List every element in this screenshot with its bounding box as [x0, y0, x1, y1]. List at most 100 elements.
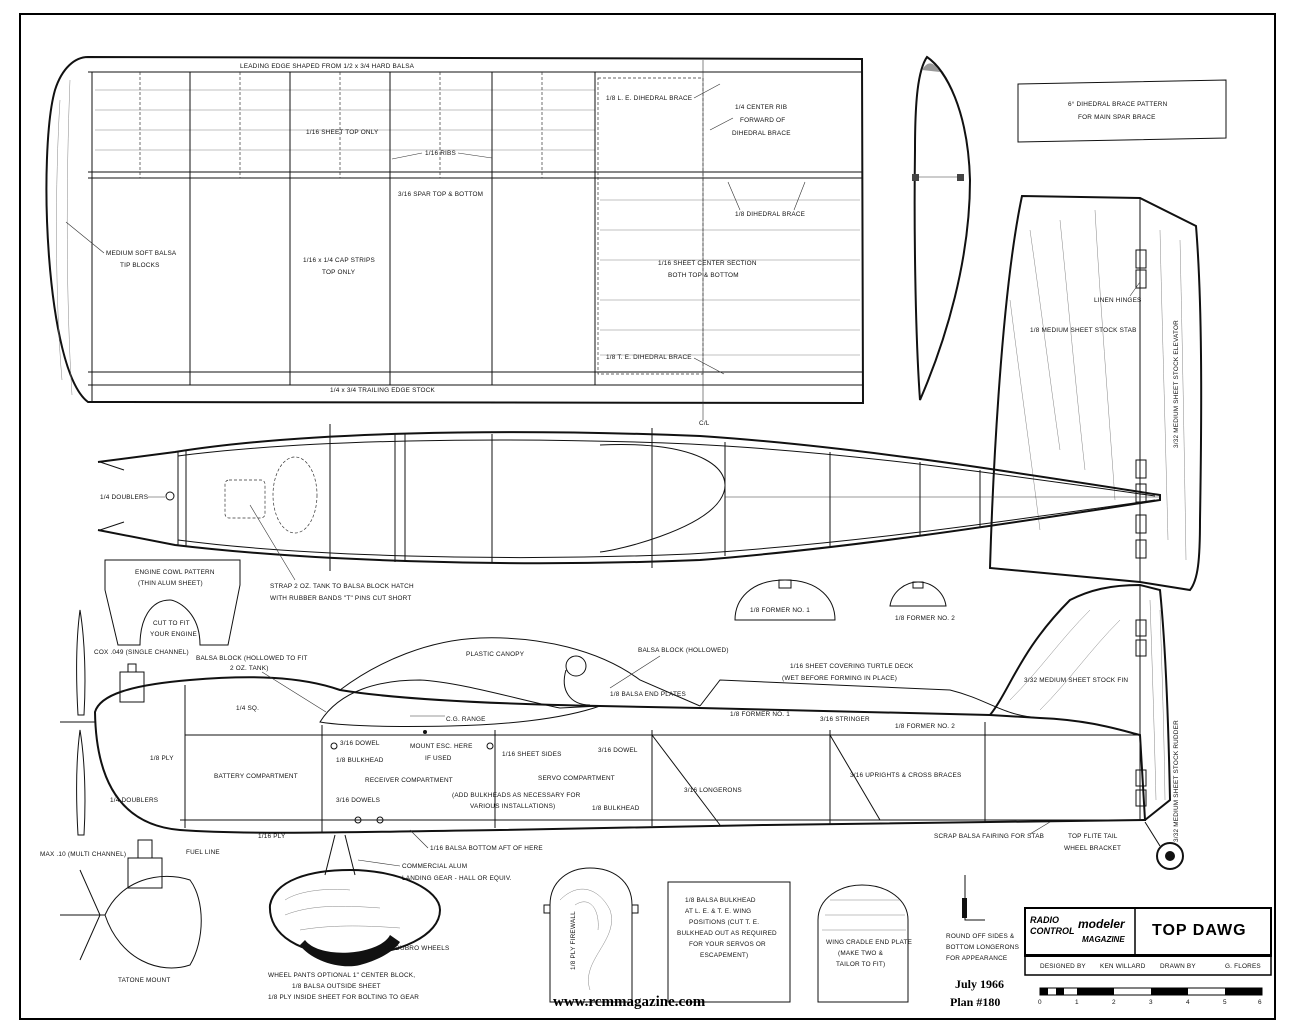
label-bulkhead-3: POSITIONS (CUT T. E.	[689, 919, 759, 926]
label-trailing-edge: 1/4 x 3/4 TRAILING EDGE STOCK	[330, 387, 436, 394]
label-mount-esc-2: IF USED	[425, 755, 452, 762]
label-leading-edge: LEADING EDGE SHAPED FROM 1/2 x 3/4 HARD …	[240, 63, 415, 70]
fuselage-side-view: COX .049 (SINGLE CHANNEL) BALSA BLOCK (H…	[60, 583, 1184, 870]
scale-tick-2: 2	[1112, 999, 1116, 1006]
label-mount-esc-1: MOUNT ESC. HERE	[410, 743, 473, 750]
label-turtle-deck-2: (WET BEFORE FORMING IN PLACE)	[782, 675, 897, 682]
label-strap-tank-1: STRAP 2 OZ. TANK TO BALSA BLOCK HATCH	[270, 583, 414, 590]
brace-pattern-line2: FOR MAIN SPAR BRACE	[1078, 114, 1156, 121]
wing-plan-view: LEADING EDGE SHAPED FROM 1/2 x 3/4 HARD …	[45, 55, 865, 427]
label-stringer: 3/16 STRINGER	[820, 716, 870, 723]
label-ply-1-16: 1/16 PLY	[258, 833, 286, 840]
label-bulkhead-a: 1/8 BULKHEAD	[336, 757, 384, 764]
label-servo-compartment: SERVO COMPARTMENT	[538, 775, 615, 782]
label-stab-sheet: 1/8 MEDIUM SHEET STOCK STAB	[1030, 327, 1137, 334]
label-dihedral-brace: 1/8 DIHEDRAL BRACE	[735, 211, 805, 218]
label-former-2-side: 1/8 FORMER NO. 2	[895, 723, 955, 730]
website: www.rcmmagazine.com	[553, 994, 706, 1010]
brace-pattern-line1: 6° DIHEDRAL BRACE PATTERN	[1068, 100, 1168, 108]
label-quarter-sq: 1/4 SQ.	[236, 705, 259, 712]
label-strap-tank-2: WITH RUBBER BANDS "T" PINS CUT SHORT	[270, 595, 411, 602]
wing-outline	[45, 55, 865, 405]
page-border	[19, 13, 1276, 1020]
label-fin-sheet: 3/32 MEDIUM SHEET STOCK FIN	[1024, 677, 1128, 684]
label-cap-strips-2: TOP ONLY	[322, 269, 356, 276]
label-tip-blocks-1: MEDIUM SOFT BALSA	[106, 250, 177, 257]
landing-gear-and-wheel-pant: COMMERCIAL ALUM LANDING GEAR - HALL OR E…	[268, 834, 512, 1001]
scale-tick-3: 3	[1149, 999, 1153, 1006]
scale-tick-4: 4	[1186, 999, 1190, 1006]
label-bulkhead-1: 1/8 BALSA BULKHEAD	[685, 897, 756, 904]
label-tatone: TATONE MOUNT	[118, 977, 170, 984]
label-round-off-1: ROUND OFF SIDES &	[946, 933, 1015, 940]
firewall-part: 1/8 PLY FIREWALL	[543, 867, 639, 1003]
label-firewall: 1/8 PLY FIREWALL	[570, 911, 577, 970]
wing-cradle-end-plate: WING CRADLE END PLATE (MAKE TWO & TAILOR…	[817, 884, 912, 1003]
label-turtle-deck-1: 1/16 SHEET COVERING TURTLE DECK	[790, 663, 914, 670]
plan-date: July 1966	[955, 977, 1004, 991]
label-ply: 1/8 PLY	[150, 755, 174, 762]
label-cg-range: C.G. RANGE	[446, 716, 486, 723]
label-battery-compartment: BATTERY COMPARTMENT	[214, 773, 298, 780]
label-elevator-sheet: 3/32 MEDIUM SHEET STOCK ELEVATOR	[1173, 320, 1180, 448]
label-former-1: 1/8 FORMER NO. 1	[750, 607, 810, 614]
label-longerons: 3/16 LONGERONS	[684, 787, 742, 794]
label-spar: 3/16 SPAR TOP & BOTTOM	[398, 191, 483, 198]
label-cap-strips-1: 1/16 x 1/4 CAP STRIPS	[303, 257, 375, 264]
scale-tick-6: 6	[1258, 999, 1262, 1006]
label-bulkhead-b: 1/8 BULKHEAD	[592, 805, 640, 812]
plan-number: Plan #180	[950, 995, 1000, 1009]
label-te-dihedral-brace: 1/8 T. E. DIHEDRAL BRACE	[606, 354, 692, 361]
label-center-rib-3: DIHEDRAL BRACE	[732, 130, 791, 137]
label-bulkhead-4: BULKHEAD OUT AS REQUIRED	[677, 930, 777, 937]
brand-radio: RADIO	[1030, 915, 1059, 925]
label-end-plates: 1/8 BALSA END PLATES	[610, 691, 686, 698]
label-plastic-canopy: PLASTIC CANOPY	[466, 651, 525, 658]
label-receiver-compartment: RECEIVER COMPARTMENT	[365, 777, 453, 784]
scale-tick-1: 1	[1075, 999, 1079, 1006]
label-dowels: 3/16 DOWELS	[336, 797, 380, 804]
drawn-by-label: DRAWN BY	[1160, 963, 1196, 970]
scale-tick-5: 5	[1223, 999, 1227, 1006]
label-cradle-3: TAILOR TO FIT)	[836, 961, 885, 968]
designer-name: KEN WILLARD	[1100, 963, 1146, 970]
label-bulkhead-6: ESCAPEMENT)	[700, 952, 748, 959]
label-round-off-2: BOTTOM LONGERONS	[946, 944, 1019, 951]
label-bottom-aft: 1/16 BALSA BOTTOM AFT OF HERE	[430, 845, 543, 852]
label-max-10: MAX .10 (MULTI CHANNEL)	[40, 851, 126, 858]
label-bulkhead-2: AT L. E. & T. E. WING	[685, 908, 751, 915]
label-centerline: C/L	[699, 420, 710, 427]
brand-control: CONTROL	[1030, 926, 1075, 936]
label-center-sheet-2: BOTH TOP & BOTTOM	[668, 272, 739, 279]
stabilizer-plan-view: LINEN HINGES 1/8 MEDIUM SHEET STOCK STAB…	[988, 194, 1203, 592]
label-tailwheel-2: WHEEL BRACKET	[1064, 845, 1121, 852]
label-doublers-top: 1/4 DOUBLERS	[100, 494, 148, 501]
label-le-dihedral-brace: 1/8 L. E. DIHEDRAL BRACE	[606, 95, 692, 102]
label-uprights: 3/16 UPRIGHTS & CROSS BRACES	[850, 772, 961, 779]
brand-magazine: MAGAZINE	[1082, 935, 1125, 944]
cowl-title-1: ENGINE COWL PATTERN	[135, 569, 215, 576]
label-dowel-a: 3/16 DOWEL	[340, 740, 380, 747]
dihedral-brace-pattern: 6° DIHEDRAL BRACE PATTERN FOR MAIN SPAR …	[1017, 79, 1227, 143]
label-fuel-line: FUEL LINE	[186, 849, 220, 856]
label-ribs: 1/16 RIBS	[425, 150, 456, 157]
label-wheel-pants-2: 1/8 BALSA OUTSIDE SHEET	[292, 983, 381, 990]
label-cradle-1: WING CRADLE END PLATE	[826, 939, 912, 946]
label-doublers-side: 1/4 DOUBLERS	[110, 797, 158, 804]
label-former-2: 1/8 FORMER NO. 2	[895, 615, 955, 622]
longeron-section-detail: ROUND OFF SIDES & BOTTOM LONGERONS FOR A…	[946, 875, 1019, 962]
label-cox-049: COX .049 (SINGLE CHANNEL)	[94, 649, 189, 656]
label-wheel-pants-1: WHEEL PANTS OPTIONAL 1" CENTER BLOCK,	[268, 972, 415, 979]
wing-section-profile	[912, 55, 972, 401]
label-tailwheel-1: TOP FLITE TAIL	[1068, 833, 1118, 840]
balsa-bulkhead-part: 1/8 BALSA BULKHEAD AT L. E. & T. E. WING…	[667, 881, 791, 1003]
label-dubro-wheels: 2 1/4 DUBRO WHEELS	[378, 945, 449, 952]
label-landing-gear-1: COMMERCIAL ALUM	[402, 863, 467, 870]
formers: 1/8 FORMER NO. 1 1/8 FORMER NO. 2	[734, 579, 955, 622]
label-round-off-3: FOR APPEARANCE	[946, 955, 1007, 962]
label-wheel-pants-3: 1/8 PLY INSIDE SHEET FOR BOLTING TO GEAR	[268, 994, 419, 1001]
label-center-rib-2: FORWARD OF	[740, 117, 785, 124]
brand-modeler: modeler	[1078, 917, 1126, 931]
label-linen-hinges: LINEN HINGES	[1094, 297, 1142, 304]
